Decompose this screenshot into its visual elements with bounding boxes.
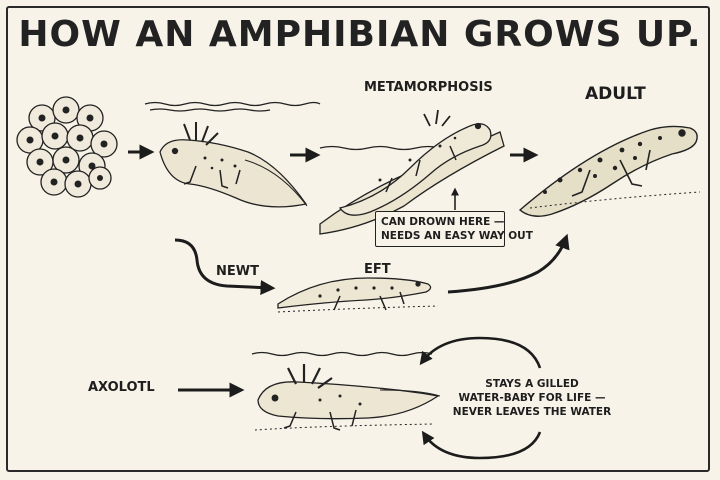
arrow-larva-to-eft xyxy=(174,238,276,296)
loop-arrow-bottom xyxy=(421,430,542,460)
label-newt: NEWT xyxy=(216,264,259,279)
note-axolotl-line-3: NEVER LEAVES THE WATER xyxy=(452,406,612,418)
diagram-title: HOW AN AMPHIBIAN GROWS UP. xyxy=(18,14,702,55)
note-drown: CAN DROWN HERE — NEEDS AN EASY WAY OUT xyxy=(375,211,533,247)
diagram-border xyxy=(6,6,710,472)
adult-salamander-illustration xyxy=(518,125,701,217)
label-axolotl: AXOLOTL xyxy=(88,380,155,395)
arrow-eft-to-adult xyxy=(447,233,570,294)
loop-arrow-top xyxy=(419,336,542,369)
label-eft: EFT xyxy=(364,262,391,277)
note-axolotl-line-1: STAYS A GILLED xyxy=(485,378,579,390)
label-adult: ADULT xyxy=(585,84,646,104)
note-axolotl: STAYS A GILLED WATER-BABY FOR LIFE — NEV… xyxy=(452,377,612,419)
axolotl-illustration xyxy=(251,351,441,431)
note-drown-line-1: CAN DROWN HERE — xyxy=(381,216,505,228)
aquatic-larva-illustration xyxy=(144,101,321,208)
eft-illustration xyxy=(277,277,439,313)
note-axolotl-line-2: WATER-BABY FOR LIFE — xyxy=(458,392,606,404)
label-metamorphosis: METAMORPHOSIS xyxy=(364,80,493,95)
egg-cluster-illustration xyxy=(16,96,118,198)
note-drown-line-2: NEEDS AN EASY WAY OUT xyxy=(381,230,533,242)
